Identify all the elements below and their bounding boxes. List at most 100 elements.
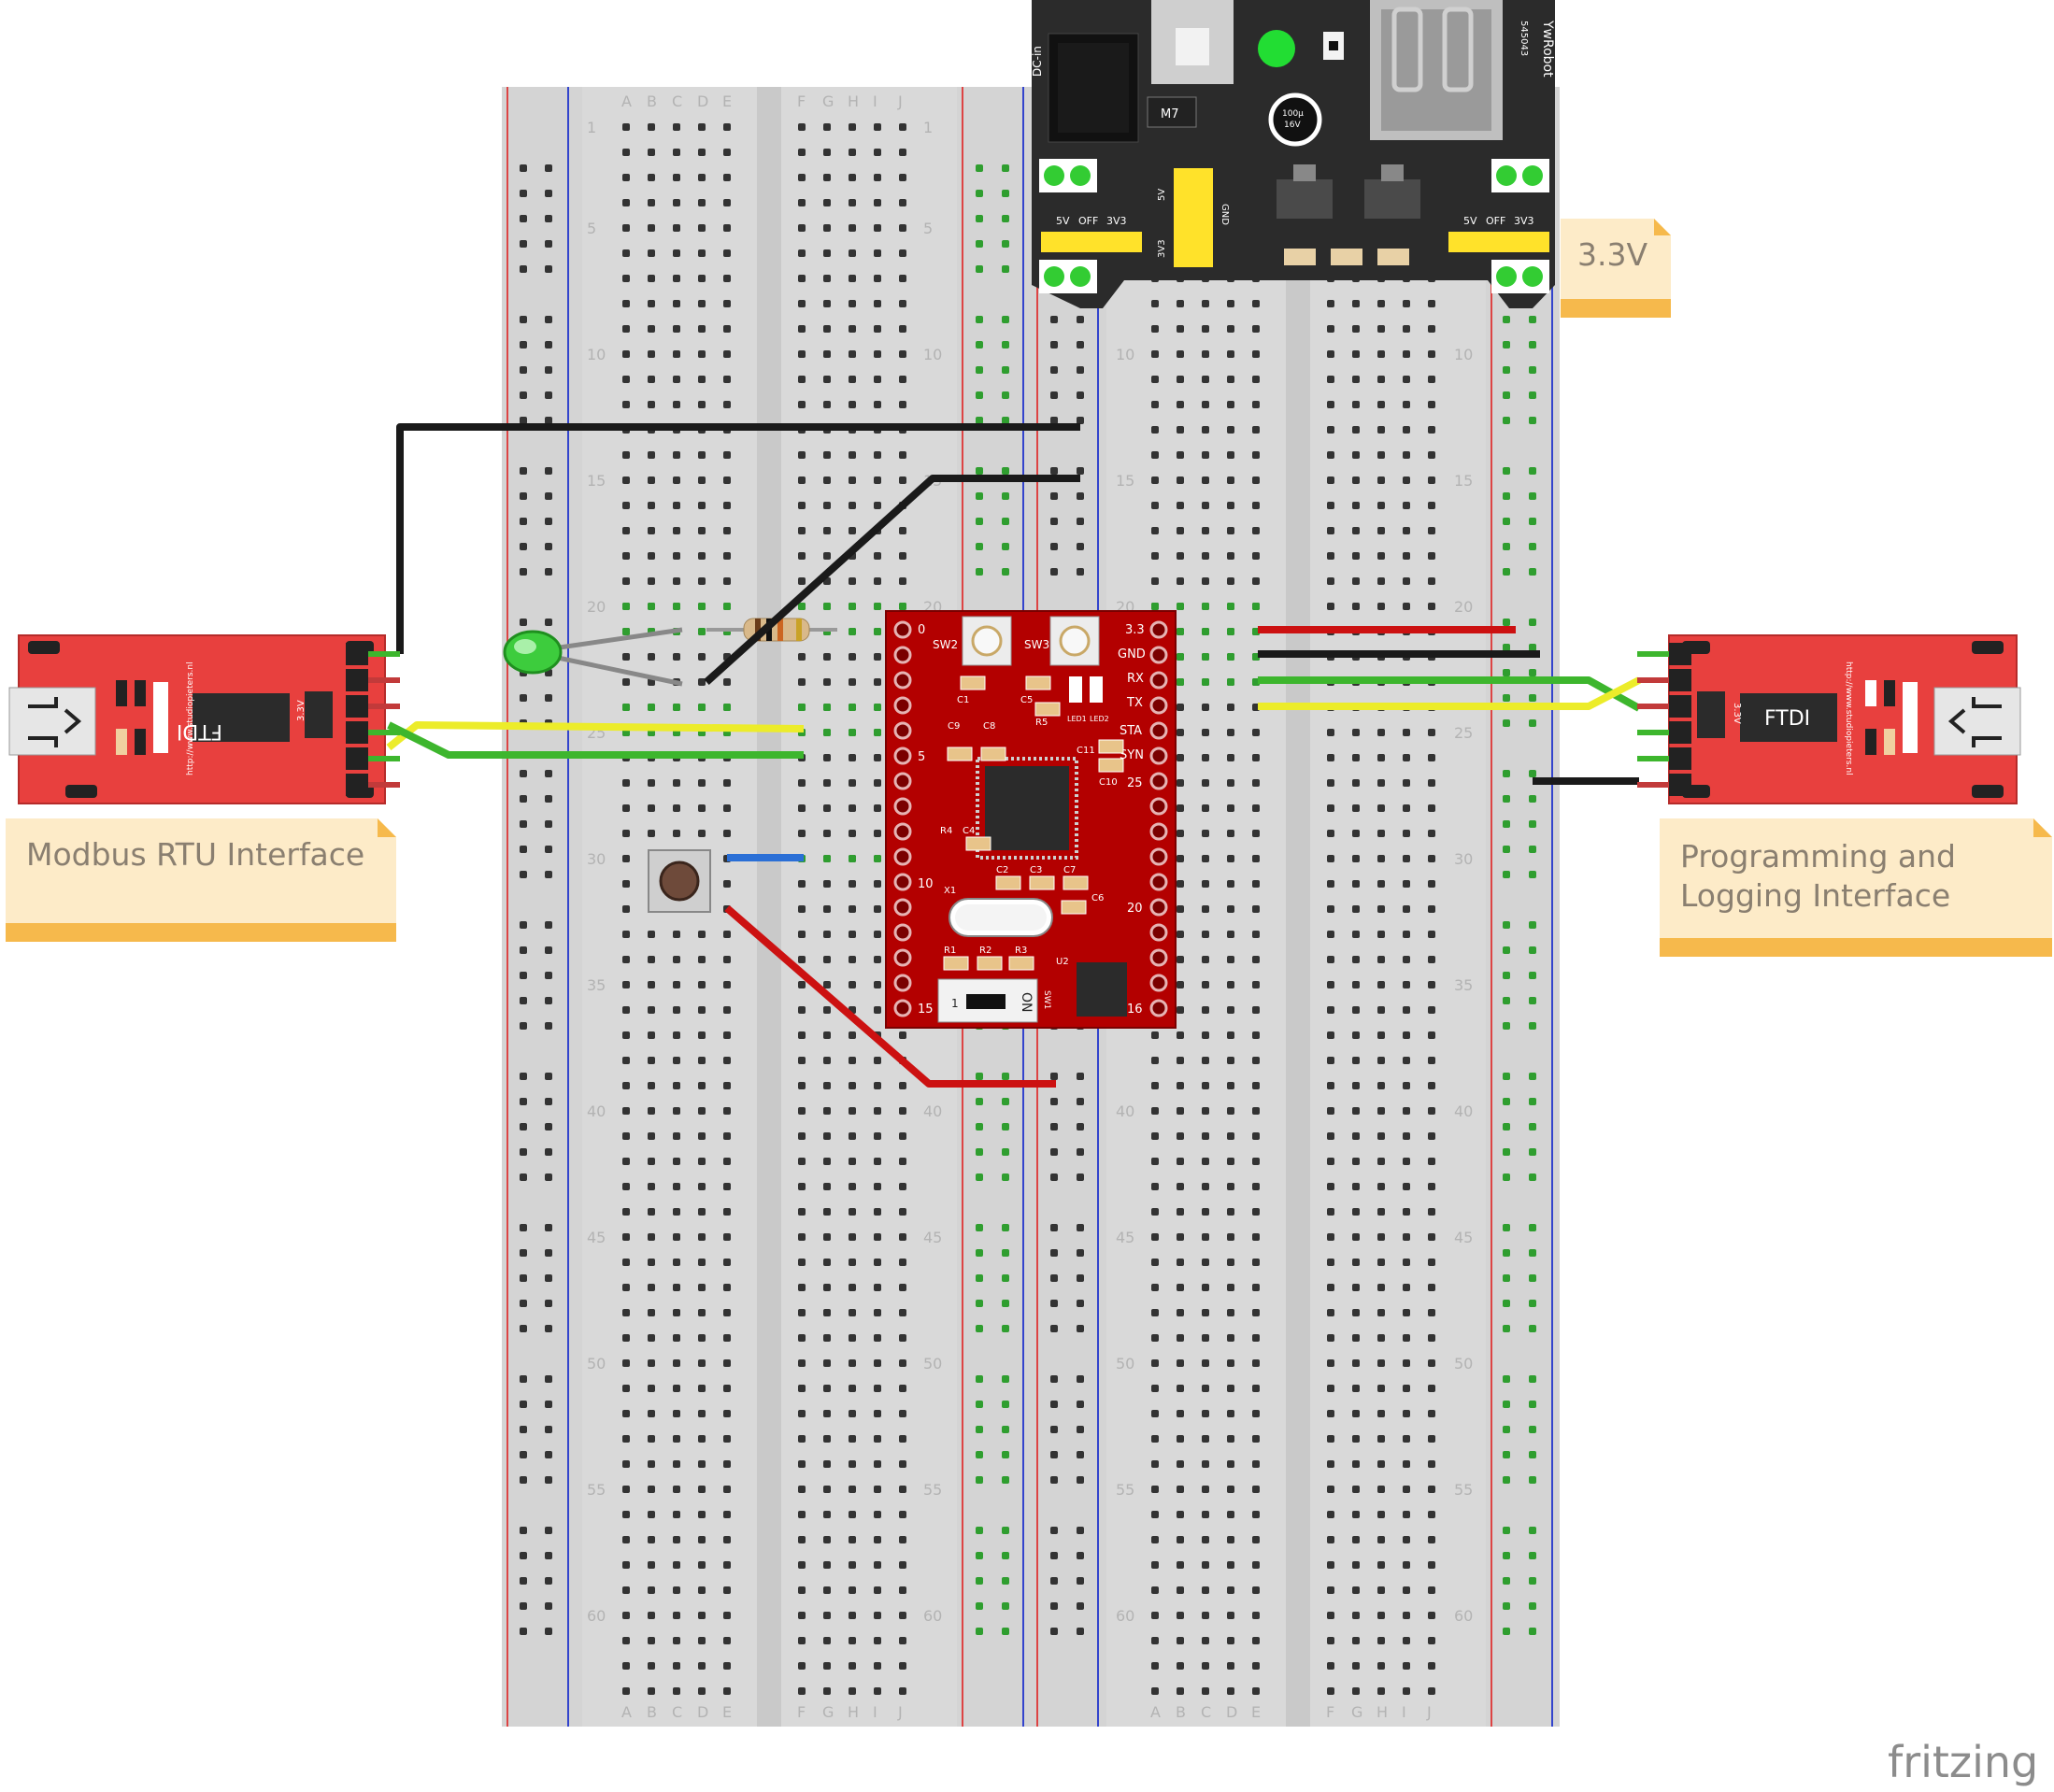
- breadboard-hole[interactable]: [1151, 1435, 1159, 1443]
- breadboard-hole[interactable]: [823, 476, 831, 484]
- breadboard-hole[interactable]: [1327, 880, 1334, 888]
- breadboard-hole[interactable]: [1352, 451, 1360, 459]
- breadboard-hole[interactable]: [1177, 325, 1184, 333]
- breadboard-hole[interactable]: [1529, 1628, 1536, 1635]
- breadboard-hole[interactable]: [1151, 1385, 1159, 1392]
- header-pin[interactable]: [1637, 704, 1669, 709]
- breadboard-hole[interactable]: [798, 1637, 806, 1644]
- breadboard-hole[interactable]: [1252, 729, 1260, 736]
- breadboard-hole[interactable]: [648, 451, 655, 459]
- breadboard-hole[interactable]: [1352, 1259, 1360, 1266]
- breadboard-hole[interactable]: [673, 1006, 680, 1014]
- breadboard-hole[interactable]: [976, 1123, 983, 1131]
- breadboard-hole[interactable]: [723, 1385, 731, 1392]
- wire-yellow-modbus[interactable]: [386, 721, 805, 751]
- breadboard-hole[interactable]: [1403, 1662, 1410, 1670]
- breadboard-hole[interactable]: [899, 451, 906, 459]
- breadboard-hole[interactable]: [1503, 1577, 1510, 1585]
- breadboard-hole[interactable]: [1077, 543, 1084, 550]
- breadboard-hole[interactable]: [1202, 527, 1209, 534]
- mcu-pin[interactable]: [893, 620, 912, 639]
- breadboard-hole[interactable]: [723, 577, 731, 585]
- breadboard-hole[interactable]: [1002, 366, 1009, 374]
- breadboard-hole[interactable]: [1503, 1249, 1510, 1257]
- breadboard-hole[interactable]: [798, 678, 806, 686]
- breadboard-hole[interactable]: [698, 527, 706, 534]
- breadboard-hole[interactable]: [1327, 451, 1334, 459]
- breadboard-hole[interactable]: [698, 401, 706, 408]
- breadboard-hole[interactable]: [1327, 1259, 1334, 1266]
- breadboard-hole[interactable]: [1077, 1224, 1084, 1231]
- breadboard-hole[interactable]: [648, 1006, 655, 1014]
- breadboard-hole[interactable]: [1377, 1284, 1385, 1291]
- breadboard-hole[interactable]: [823, 1006, 831, 1014]
- breadboard-hole[interactable]: [976, 1628, 983, 1635]
- breadboard-hole[interactable]: [1202, 628, 1209, 635]
- breadboard-hole[interactable]: [1202, 830, 1209, 837]
- breadboard-hole[interactable]: [648, 1385, 655, 1392]
- breadboard-hole[interactable]: [1428, 1057, 1435, 1064]
- breadboard-hole[interactable]: [899, 350, 906, 358]
- breadboard-hole[interactable]: [874, 1183, 881, 1190]
- breadboard-hole[interactable]: [1529, 1274, 1536, 1282]
- breadboard-hole[interactable]: [648, 376, 655, 383]
- breadboard-hole[interactable]: [698, 249, 706, 257]
- breadboard-hole[interactable]: [1403, 527, 1410, 534]
- breadboard-hole[interactable]: [648, 552, 655, 560]
- breadboard-hole[interactable]: [673, 1612, 680, 1619]
- breadboard-hole[interactable]: [1050, 1325, 1058, 1332]
- breadboard-hole[interactable]: [1252, 1006, 1260, 1014]
- breadboard-hole[interactable]: [1327, 476, 1334, 484]
- breadboard-hole[interactable]: [1377, 1536, 1385, 1543]
- breadboard-hole[interactable]: [673, 123, 680, 131]
- breadboard-hole[interactable]: [1151, 325, 1159, 333]
- breadboard-hole[interactable]: [1151, 1031, 1159, 1039]
- breadboard-hole[interactable]: [545, 1577, 552, 1585]
- breadboard-hole[interactable]: [1077, 1476, 1084, 1484]
- breadboard-hole[interactable]: [648, 1082, 655, 1089]
- breadboard-hole[interactable]: [1002, 1451, 1009, 1458]
- breadboard-hole[interactable]: [874, 350, 881, 358]
- breadboard-hole[interactable]: [1428, 300, 1435, 307]
- breadboard-hole[interactable]: [1503, 1022, 1510, 1030]
- breadboard-hole[interactable]: [545, 543, 552, 550]
- breadboard-hole[interactable]: [545, 1123, 552, 1131]
- breadboard-hole[interactable]: [1352, 1082, 1360, 1089]
- breadboard-hole[interactable]: [1252, 502, 1260, 509]
- header-pin[interactable]: [1637, 756, 1669, 761]
- wire-green-modbus[interactable]: [387, 721, 804, 759]
- breadboard-hole[interactable]: [1352, 577, 1360, 585]
- breadboard-hole[interactable]: [1050, 1274, 1058, 1282]
- breadboard-hole[interactable]: [1227, 880, 1234, 888]
- breadboard-hole[interactable]: [1202, 1183, 1209, 1190]
- breadboard-hole[interactable]: [1352, 1586, 1360, 1594]
- mcu-pin[interactable]: [893, 873, 912, 891]
- breadboard-hole[interactable]: [1352, 1359, 1360, 1367]
- breadboard-hole[interactable]: [1529, 366, 1536, 374]
- breadboard-hole[interactable]: [1327, 1662, 1334, 1670]
- breadboard-hole[interactable]: [849, 249, 856, 257]
- breadboard-hole[interactable]: [976, 190, 983, 197]
- breadboard-hole[interactable]: [899, 1637, 906, 1644]
- breadboard-hole[interactable]: [1529, 1098, 1536, 1105]
- breadboard-hole[interactable]: [1151, 1107, 1159, 1115]
- breadboard-hole[interactable]: [1050, 391, 1058, 399]
- breadboard-hole[interactable]: [798, 1334, 806, 1342]
- breadboard-hole[interactable]: [823, 123, 831, 131]
- breadboard-hole[interactable]: [1377, 1662, 1385, 1670]
- breadboard-hole[interactable]: [1352, 1284, 1360, 1291]
- breadboard-hole[interactable]: [1529, 719, 1536, 727]
- breadboard-hole[interactable]: [673, 1183, 680, 1190]
- breadboard-hole[interactable]: [1377, 1511, 1385, 1518]
- breadboard-hole[interactable]: [1050, 1476, 1058, 1484]
- breadboard-hole[interactable]: [798, 275, 806, 282]
- breadboard-hole[interactable]: [648, 149, 655, 156]
- breadboard-hole[interactable]: [1177, 502, 1184, 509]
- breadboard-hole[interactable]: [1227, 1082, 1234, 1089]
- breadboard-hole[interactable]: [545, 1073, 552, 1080]
- breadboard-hole[interactable]: [823, 931, 831, 938]
- breadboard-hole[interactable]: [723, 1359, 731, 1367]
- breadboard-hole[interactable]: [1428, 1259, 1435, 1266]
- breadboard-hole[interactable]: [849, 855, 856, 862]
- breadboard-hole[interactable]: [1050, 1451, 1058, 1458]
